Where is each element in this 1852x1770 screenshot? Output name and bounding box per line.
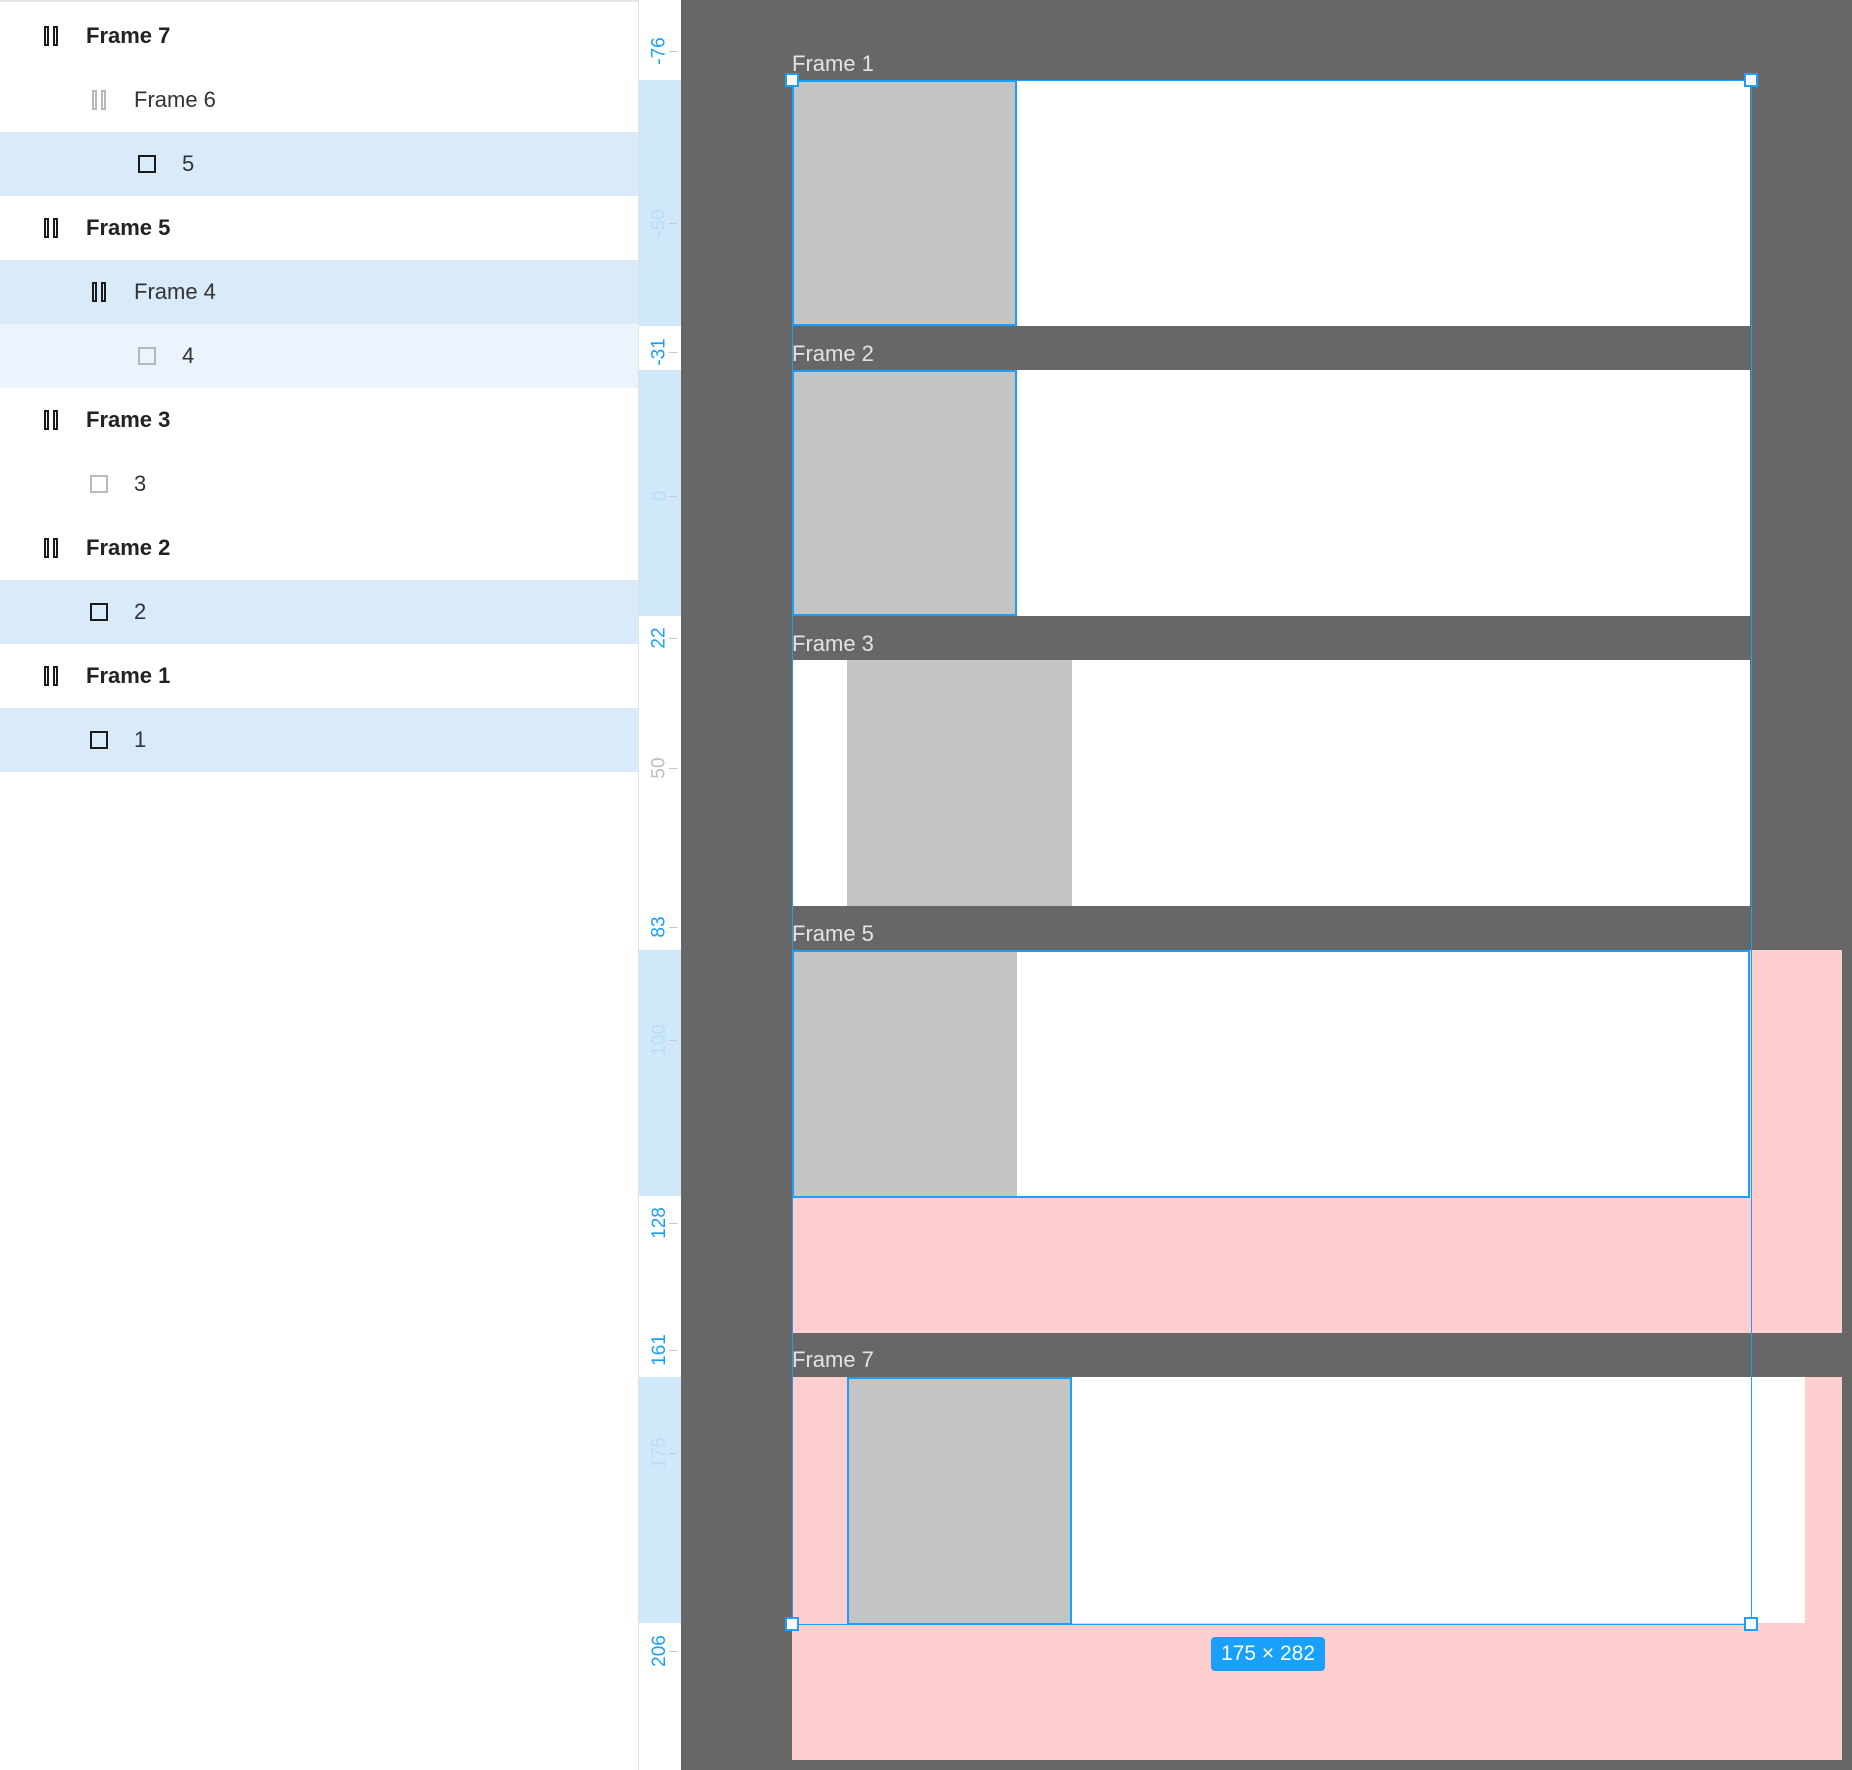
rectangle-2-outline xyxy=(792,370,1017,616)
layer-row[interactable]: 2 xyxy=(0,580,638,644)
ruler-tick: 161 xyxy=(639,1310,681,1390)
layer-row[interactable]: Frame 3 xyxy=(0,388,638,452)
vertical-ruler: -76 -50 -31 0 22 50 83 100 128 161 175 2… xyxy=(638,0,681,1770)
frame-title[interactable]: Frame 3 xyxy=(792,631,874,656)
frame-title[interactable]: Frame 7 xyxy=(792,1347,874,1372)
frame-icon xyxy=(38,407,64,433)
frame-icon xyxy=(86,279,112,305)
rectangle-icon xyxy=(86,727,112,753)
layer-label: Frame 6 xyxy=(134,87,216,112)
layer-label: Frame 3 xyxy=(86,407,171,432)
frame-title[interactable]: Frame 1 xyxy=(792,51,874,76)
rectangle-icon xyxy=(86,599,112,625)
ruler-selection-band xyxy=(639,950,681,1196)
rectangle-1[interactable] xyxy=(792,80,1017,326)
layer-row[interactable]: 1 xyxy=(0,708,638,772)
rectangle-4[interactable] xyxy=(792,950,1017,1196)
layer-label: 1 xyxy=(134,727,147,752)
frame-title[interactable]: Frame 2 xyxy=(792,341,874,366)
ruler-selection-band xyxy=(639,80,681,326)
frame-4-outline xyxy=(792,950,1750,1198)
ruler-tick: 50 xyxy=(639,728,681,808)
frame-icon xyxy=(86,87,112,113)
layer-label: Frame 7 xyxy=(86,23,171,48)
layer-row[interactable]: 5 xyxy=(0,132,638,196)
layer-row[interactable]: 3 xyxy=(0,452,638,516)
rectangle-3[interactable] xyxy=(847,660,1072,906)
layer-label: 4 xyxy=(182,343,195,368)
layer-label: 3 xyxy=(134,471,147,496)
layer-row[interactable]: Frame 1 xyxy=(0,644,638,708)
layer-label: 2 xyxy=(134,599,147,624)
ruler-tick: 128 xyxy=(639,1183,681,1263)
ruler-tick: 100 xyxy=(639,1000,681,1080)
layer-label: 5 xyxy=(182,151,195,176)
frame-title[interactable]: Frame 5 xyxy=(792,921,874,946)
ruler-tick: 175 xyxy=(639,1413,681,1493)
rectangle-icon xyxy=(86,471,112,497)
selection-size-badge: 175 × 282 xyxy=(1211,1637,1326,1671)
rectangle-1-outline xyxy=(792,80,1017,326)
frame-icon xyxy=(38,663,64,689)
frame-icon xyxy=(38,23,64,49)
ruler-tick: 83 xyxy=(639,887,681,967)
design-canvas[interactable]: Frame 1 Frame 2 Frame 3 Frame 5 Frame 7 … xyxy=(681,0,1852,1770)
layer-label: Frame 2 xyxy=(86,535,171,560)
resize-handle-bottom-left[interactable] xyxy=(785,1617,799,1631)
rectangle-5[interactable] xyxy=(847,1377,1072,1623)
rectangle-icon xyxy=(134,151,160,177)
selection-bounds[interactable] xyxy=(792,80,1752,1625)
ruler-tick: -31 xyxy=(639,312,681,392)
layer-label: Frame 5 xyxy=(86,215,171,240)
layer-row[interactable]: 4 xyxy=(0,324,638,388)
ruler-tick: -76 xyxy=(639,11,681,91)
layer-label: Frame 4 xyxy=(134,279,216,304)
frame-icon xyxy=(38,535,64,561)
resize-handle-top-right[interactable] xyxy=(1744,73,1758,87)
frame-icon xyxy=(38,215,64,241)
layer-row[interactable]: Frame 7 xyxy=(0,4,638,68)
ruler-tick: -50 xyxy=(639,183,681,263)
layer-row[interactable]: Frame 4 xyxy=(0,260,638,324)
resize-handle-top-left[interactable] xyxy=(785,73,799,87)
resize-handle-bottom-right[interactable] xyxy=(1744,1617,1758,1631)
rectangle-2[interactable] xyxy=(792,370,1017,616)
layer-row[interactable]: Frame 2 xyxy=(0,516,638,580)
ruler-tick: 0 xyxy=(639,456,681,536)
layer-row[interactable]: Frame 5 xyxy=(0,196,638,260)
ruler-tick: 22 xyxy=(639,598,681,678)
ruler-selection-band xyxy=(639,370,681,616)
rectangle-icon xyxy=(134,343,160,369)
ruler-tick: 206 xyxy=(639,1611,681,1691)
layer-label: Frame 1 xyxy=(86,663,171,688)
layer-row[interactable]: Frame 6 xyxy=(0,68,638,132)
ruler-selection-band xyxy=(639,1377,681,1623)
